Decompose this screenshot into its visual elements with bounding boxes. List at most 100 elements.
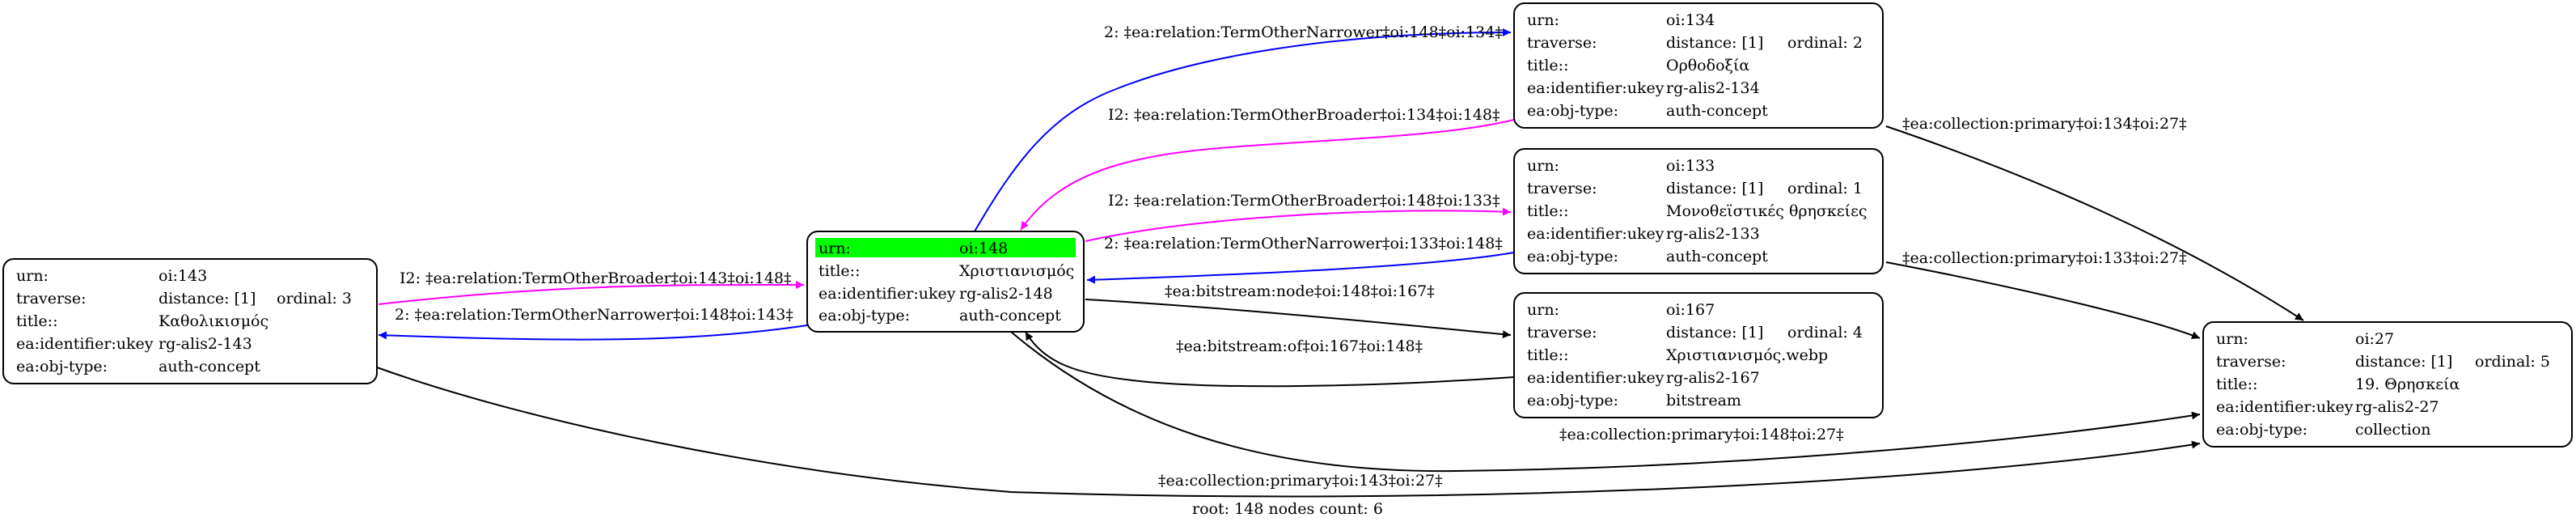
edge-148-to-27 (1010, 331, 2201, 473)
node-148-highlight (815, 238, 1076, 257)
edge-143-to-27 (376, 367, 2201, 498)
edge-label-167-to-148: ‡ea:bitstream:of‡oi:167‡oi:148‡ (1176, 337, 1423, 355)
edge-148-to-143 (378, 325, 808, 341)
node-143-type-value: auth-concept (159, 358, 260, 375)
node-27-ordinal: ordinal: 5 (2475, 353, 2550, 371)
node-133-title-label: title:: (1527, 202, 1568, 220)
node-133-traverse-value: distance: [1] (1666, 180, 1763, 197)
edge-148-to-134 (974, 28, 1512, 232)
node-143-identifier-label: ea:identifier:ukey (16, 335, 154, 353)
node-133-type-label: ea:obj-type: (1527, 248, 1618, 265)
edge-labels: 2: ‡ea:relation:TermOtherNarrower‡oi:148… (395, 23, 2187, 490)
node-148-identifier-label: ea:identifier:ukey (818, 285, 956, 303)
node-148-urn-value: oi:148 (959, 240, 1008, 257)
node-27[interactable]: urn: oi:27 traverse: distance: [1] ordin… (2202, 321, 2573, 448)
node-167[interactable]: urn: oi:167 traverse: distance: [1] ordi… (1513, 292, 1884, 418)
edge-134-to-27 (1885, 125, 2304, 321)
node-143[interactable]: urn: oi:143 traverse: distance: [1] ordi… (2, 258, 378, 384)
node-27-title-value: 19. Θρησκεία (2355, 375, 2460, 393)
node-148-title-value: Χριστιανισμός (959, 262, 1074, 280)
node-133[interactable]: urn: oi:133 traverse: distance: [1] ordi… (1513, 148, 1884, 274)
node-143-identifier-value: rg-alis2-143 (159, 335, 252, 353)
node-148-type-label: ea:obj-type: (818, 307, 910, 325)
node-167-type-label: ea:obj-type: (1527, 392, 1618, 409)
edge-label-134-to-148: I2: ‡ea:relation:TermOtherBroader‡oi:134… (1108, 106, 1500, 124)
edge-133-to-27 (1885, 261, 2201, 339)
node-133-identifier-value: rg-alis2-133 (1666, 225, 1760, 243)
edges (376, 28, 2304, 498)
node-134-identifier-label: ea:identifier:ukey (1527, 79, 1664, 97)
node-134-ordinal: ordinal: 2 (1787, 34, 1863, 52)
node-134-title-label: title:: (1527, 57, 1568, 74)
node-27-urn-value: oi:27 (2355, 330, 2394, 348)
node-134-type-label: ea:obj-type: (1527, 102, 1618, 120)
node-134-box (1513, 2, 1884, 129)
edge-label-133-to-148: 2: ‡ea:relation:TermOtherNarrower‡oi:133… (1104, 235, 1503, 252)
node-167-urn-label: urn: (1527, 301, 1559, 319)
node-143-type-label: ea:obj-type: (16, 358, 108, 375)
node-167-traverse-label: traverse: (1527, 324, 1597, 341)
node-167-type-value: bitstream (1666, 392, 1741, 409)
node-148-identifier-value: rg-alis2-148 (959, 285, 1053, 303)
edge-label-148-to-143: 2: ‡ea:relation:TermOtherNarrower‡oi:148… (395, 306, 793, 324)
node-143-ordinal: ordinal: 3 (277, 290, 352, 308)
node-27-traverse-label: traverse: (2216, 353, 2286, 371)
node-167-title-label: title:: (1527, 346, 1568, 364)
node-167-traverse-value: distance: [1] (1666, 324, 1763, 341)
edge-label-134-to-27: ‡ea:collection:primary‡oi:134‡oi:27‡ (1902, 115, 2187, 133)
node-133-title-value: Μονοθεϊστικές θρησκείες (1666, 202, 1867, 220)
node-133-type-value: auth-concept (1666, 248, 1768, 265)
edge-133-to-148 (1086, 252, 1515, 284)
edge-label-148-to-27: ‡ea:collection:primary‡oi:148‡oi:27‡ (1559, 426, 1844, 443)
node-167-ordinal: ordinal: 4 (1787, 324, 1863, 341)
node-143-urn-value: oi:143 (159, 267, 207, 285)
node-167-box (1513, 292, 1884, 418)
node-27-traverse-value: distance: [1] (2355, 353, 2452, 371)
edge-134-to-148 (1020, 119, 1515, 231)
edge-167-to-148 (1025, 331, 1515, 388)
node-27-type-value: collection (2355, 421, 2431, 439)
node-27-identifier-label: ea:identifier:ukey (2216, 398, 2354, 416)
node-143-title-label: title:: (16, 312, 57, 330)
node-143-title-value: Καθολικισμός (159, 312, 269, 330)
node-133-urn-value: oi:133 (1666, 157, 1715, 175)
node-134-identifier-value: rg-alis2-134 (1666, 79, 1760, 97)
node-27-box (2202, 321, 2573, 448)
node-167-identifier-label: ea:identifier:ukey (1527, 369, 1664, 387)
node-167-identifier-value: rg-alis2-167 (1666, 369, 1760, 387)
edge-148-to-133 (1085, 207, 1512, 242)
node-27-identifier-value: rg-alis2-27 (2355, 398, 2439, 416)
edge-label-143-to-27: ‡ea:collection:primary‡oi:143‡oi:27‡ (1158, 472, 1443, 490)
node-133-traverse-label: traverse: (1527, 180, 1597, 197)
edge-label-133-to-27: ‡ea:collection:primary‡oi:133‡oi:27‡ (1902, 249, 2187, 267)
node-143-traverse-label: traverse: (16, 290, 87, 308)
graph-footer: root: 148 nodes count: 6 (1192, 500, 1383, 518)
node-27-title-label: title:: (2216, 375, 2257, 393)
node-134-title-value: Ορθοδοξία (1666, 57, 1749, 74)
node-134-traverse-label: traverse: (1527, 34, 1597, 52)
node-143-box (2, 258, 378, 384)
edge-label-148-to-134: 2: ‡ea:relation:TermOtherNarrower‡oi:148… (1104, 23, 1503, 41)
node-148-root[interactable]: urn: oi:148 title:: Χριστιανισμός ea:ide… (806, 231, 1085, 333)
node-133-box (1513, 148, 1884, 274)
node-143-urn-label: urn: (16, 267, 49, 285)
node-133-ordinal: ordinal: 1 (1787, 180, 1863, 197)
node-148-type-value: auth-concept (959, 307, 1061, 325)
node-133-identifier-label: ea:identifier:ukey (1527, 225, 1664, 243)
node-134-urn-label: urn: (1527, 11, 1559, 29)
node-148-title-label: title:: (818, 262, 860, 280)
node-27-type-label: ea:obj-type: (2216, 421, 2307, 439)
edge-label-148-to-133: I2: ‡ea:relation:TermOtherBroader‡oi:148… (1108, 192, 1500, 210)
node-167-title-value: Χριστιανισμός.webp (1666, 346, 1828, 364)
node-134-urn-value: oi:134 (1666, 11, 1715, 29)
edge-label-143-to-148: I2: ‡ea:relation:TermOtherBroader‡oi:143… (400, 269, 792, 287)
node-167-urn-value: oi:167 (1666, 301, 1715, 319)
edge-148-to-167 (1085, 299, 1512, 339)
node-143-traverse-value: distance: [1] (159, 290, 256, 308)
node-134[interactable]: urn: oi:134 traverse: distance: [1] ordi… (1513, 2, 1884, 129)
node-148-urn-label: urn: (818, 240, 851, 257)
edge-label-148-to-167: ‡ea:bitstream:node‡oi:148‡oi:167‡ (1165, 282, 1435, 300)
edge-143-to-148 (378, 280, 805, 305)
node-133-urn-label: urn: (1527, 157, 1559, 175)
